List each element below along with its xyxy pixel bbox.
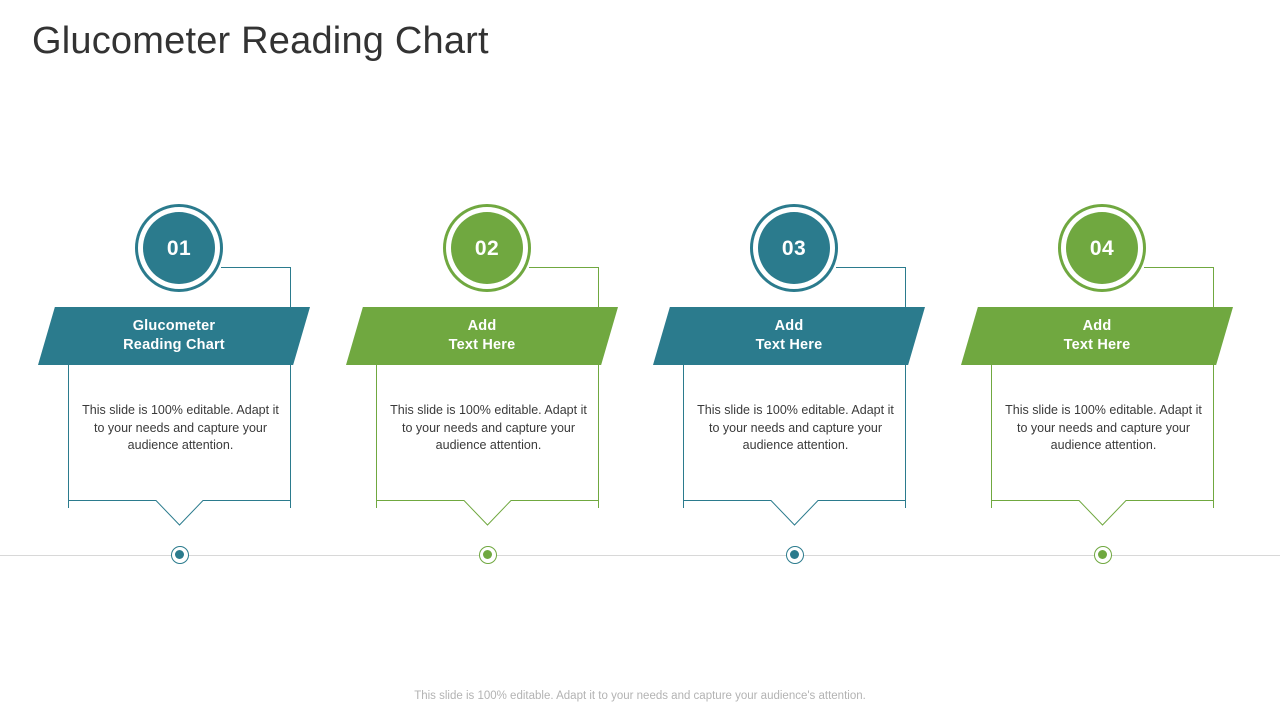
- badge-number: 01: [166, 236, 192, 260]
- step-badge-02[interactable]: 02: [443, 204, 531, 292]
- banner-line-2: Text Here: [755, 336, 823, 353]
- step-column-01[interactable]: 01 Glucometer Reading Chart This slide i…: [25, 0, 333, 720]
- banner-line-2: Text Here: [1063, 336, 1131, 353]
- connector-horizontal: [529, 267, 599, 268]
- box-bottom-pointer: [683, 500, 906, 526]
- step-body-box-04: This slide is 100% editable. Adapt it to…: [991, 355, 1214, 508]
- page-title: Glucometer Reading Chart: [32, 20, 489, 62]
- connector-vertical: [598, 267, 599, 315]
- connector-horizontal: [836, 267, 906, 268]
- step-banner-01[interactable]: Glucometer Reading Chart: [38, 307, 310, 365]
- step-badge-01[interactable]: 01: [135, 204, 223, 292]
- banner-line-1: Glucometer: [132, 318, 216, 335]
- step-badge-04[interactable]: 04: [1058, 204, 1146, 292]
- timeline-dot-03[interactable]: [786, 546, 804, 564]
- footer-note: This slide is 100% editable. Adapt it to…: [414, 690, 866, 702]
- step-badge-03[interactable]: 03: [750, 204, 838, 292]
- step-body-text: This slide is 100% editable. Adapt it to…: [82, 403, 279, 452]
- step-column-02[interactable]: 02 Add Text Here This slide is 100% edit…: [333, 0, 641, 720]
- badge-disc: 02: [451, 212, 523, 284]
- banner-line-1: Add: [774, 318, 804, 335]
- banner-label: Glucometer Reading Chart: [123, 317, 225, 354]
- connector-vertical: [905, 267, 906, 315]
- banner-label: Add Text Here: [449, 317, 516, 354]
- step-body-box-02: This slide is 100% editable. Adapt it to…: [376, 355, 599, 508]
- badge-number: 04: [1089, 236, 1115, 260]
- dot-core: [175, 550, 184, 559]
- step-body-box-03: This slide is 100% editable. Adapt it to…: [683, 355, 906, 508]
- step-column-03[interactable]: 03 Add Text Here This slide is 100% edit…: [640, 0, 948, 720]
- timeline-dot-01[interactable]: [171, 546, 189, 564]
- badge-disc: 01: [143, 212, 215, 284]
- badge-disc: 04: [1066, 212, 1138, 284]
- dot-core: [1098, 550, 1107, 559]
- step-body-text: This slide is 100% editable. Adapt it to…: [390, 403, 587, 452]
- step-body-box-01: This slide is 100% editable. Adapt it to…: [68, 355, 291, 508]
- box-bottom-pointer: [376, 500, 599, 526]
- step-body-text: This slide is 100% editable. Adapt it to…: [1005, 403, 1202, 452]
- banner-line-1: Add: [467, 318, 497, 335]
- dot-core: [483, 550, 492, 559]
- banner-label: Add Text Here: [756, 317, 823, 354]
- step-banner-02[interactable]: Add Text Here: [346, 307, 618, 365]
- badge-disc: 03: [758, 212, 830, 284]
- timeline-dot-02[interactable]: [479, 546, 497, 564]
- banner-line-2: Text Here: [448, 336, 516, 353]
- step-banner-03[interactable]: Add Text Here: [653, 307, 925, 365]
- step-body-text: This slide is 100% editable. Adapt it to…: [697, 403, 894, 452]
- timeline-baseline: [0, 555, 1280, 556]
- dot-core: [790, 550, 799, 559]
- connector-horizontal: [1144, 267, 1214, 268]
- timeline-dot-04[interactable]: [1094, 546, 1112, 564]
- badge-number: 03: [781, 236, 807, 260]
- step-column-04[interactable]: 04 Add Text Here This slide is 100% edit…: [948, 0, 1256, 720]
- connector-vertical: [290, 267, 291, 315]
- banner-label: Add Text Here: [1064, 317, 1131, 354]
- box-bottom-pointer: [991, 500, 1214, 526]
- banner-line-2: Reading Chart: [123, 336, 225, 353]
- connector-horizontal: [221, 267, 291, 268]
- connector-vertical: [1213, 267, 1214, 315]
- banner-line-1: Add: [1082, 318, 1112, 335]
- step-banner-04[interactable]: Add Text Here: [961, 307, 1233, 365]
- badge-number: 02: [474, 236, 500, 260]
- box-bottom-pointer: [68, 500, 291, 526]
